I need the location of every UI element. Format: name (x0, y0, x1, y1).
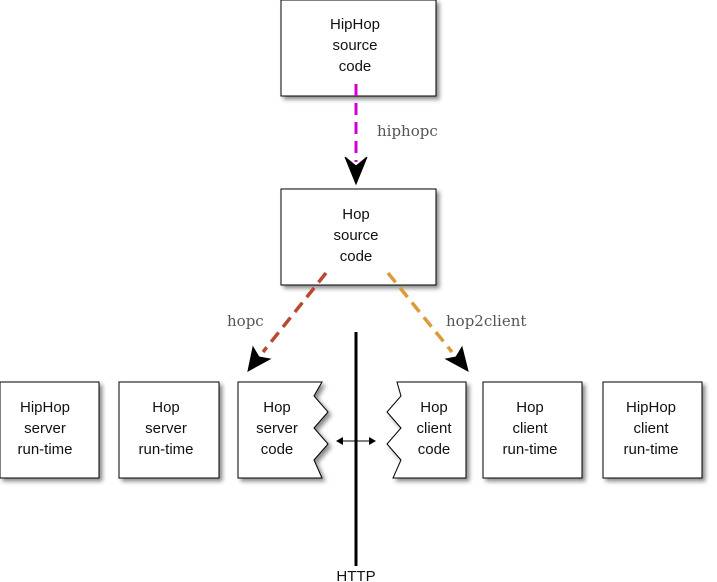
hop-server-runtime-line-1: Hop (152, 399, 180, 416)
hop-client-runtime-box: Hop client run-time (482, 381, 583, 479)
hopc-edge: hopc (227, 271, 328, 372)
hop-client-code-line-1: Hop (420, 399, 448, 416)
http-divider: HTTP (336, 332, 376, 582)
hopc-arrowhead (247, 345, 272, 372)
hop-client-code-line-3: code (418, 441, 451, 458)
http-exchange-arrowhead-left (336, 437, 343, 445)
hop2client-line (386, 271, 454, 354)
hop2client-edge: hop2client (386, 271, 526, 372)
hop-server-code-box: Hop server code (237, 381, 329, 479)
hop-client-runtime-line-3: run-time (502, 441, 557, 458)
hop-client-runtime-line-2: client (512, 420, 548, 437)
hiphop-source-box: HipHop source code (280, 0, 437, 97)
hiphopc-arrowhead (344, 156, 368, 186)
hop-server-runtime-box: Hop server run-time (118, 381, 220, 479)
hop-server-code-line-2: server (256, 420, 298, 437)
hiphop-client-runtime-line-3: run-time (623, 441, 678, 458)
hop-source-line-1: Hop (342, 206, 370, 223)
hop-client-runtime-line-1: Hop (516, 399, 544, 416)
hiphop-source-line-2: source (332, 37, 377, 54)
hop-server-code-line-1: Hop (263, 399, 291, 416)
hop-source-line-3: code (340, 248, 373, 265)
hop-server-code-line-3: code (261, 441, 294, 458)
hiphopc-label: hiphopc (377, 122, 438, 140)
hiphop-source-line-1: HipHop (330, 16, 380, 33)
hop-server-runtime-line-2: server (145, 420, 187, 437)
hiphopc-edge: hiphopc (344, 84, 438, 186)
http-exchange-arrowhead-right (369, 437, 376, 445)
hop-server-runtime-line-3: run-time (138, 441, 193, 458)
hop-client-code-line-2: client (416, 420, 452, 437)
hop2client-arrowhead (444, 345, 469, 372)
hop-source-box: Hop source code (280, 188, 437, 286)
http-exchange-arrow (336, 437, 376, 445)
hiphop-server-runtime-line-1: HipHop (20, 399, 70, 416)
hiphop-server-runtime-line-3: run-time (17, 441, 72, 458)
hop-source-line-2: source (333, 227, 378, 244)
hop-client-code-box: Hop client code (386, 381, 467, 479)
hiphop-source-line-3: code (339, 58, 372, 75)
hopc-line (261, 271, 328, 354)
hiphop-client-runtime-box: HipHop client run-time (602, 381, 703, 479)
hiphop-client-runtime-line-1: HipHop (626, 399, 676, 416)
hiphop-client-runtime-line-2: client (633, 420, 669, 437)
hop2client-label: hop2client (446, 312, 526, 330)
hiphop-server-runtime-box: HipHop server run-time (0, 381, 100, 479)
hiphop-server-runtime-line-2: server (24, 420, 66, 437)
hopc-label: hopc (227, 312, 264, 330)
http-label: HTTP (336, 568, 375, 582)
